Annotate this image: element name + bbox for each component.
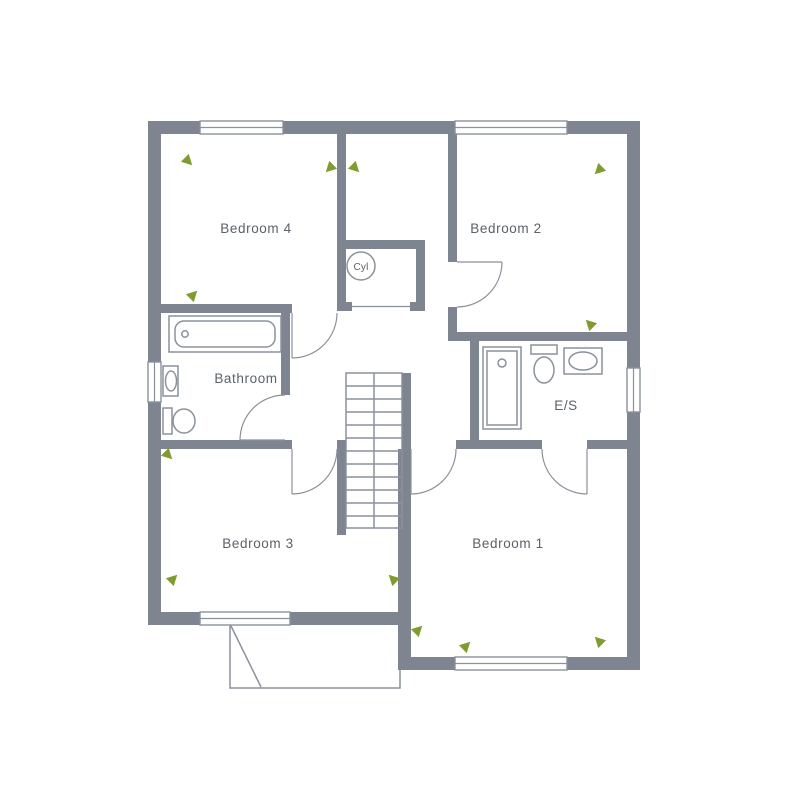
door-bedroom1: [410, 448, 457, 495]
cylinder-label: Cyl: [353, 262, 368, 273]
window-bedroom3: [199, 611, 291, 626]
basin-icon: [162, 365, 179, 397]
door-bedroom2: [456, 261, 503, 308]
canopy-outline: [229, 625, 401, 689]
outer-walls: [148, 121, 640, 670]
cylinder-icon: Cyl: [346, 251, 376, 281]
toilet-icon: [162, 407, 196, 435]
room-label-ensuite: E/S: [554, 398, 578, 413]
dimension-marker: [165, 574, 178, 587]
dimension-marker: [458, 641, 471, 654]
dimension-marker: [594, 162, 607, 175]
dimension-marker: [594, 636, 607, 649]
door-bedroom3: [291, 448, 338, 495]
door-ensuite: [541, 448, 588, 495]
staircase: [345, 372, 403, 529]
dimension-marker: [585, 319, 598, 332]
dimension-marker: [388, 574, 401, 587]
window-bathroom: [147, 361, 162, 403]
door-bedroom4: [291, 312, 338, 359]
windows: [147, 120, 641, 671]
ensuite-fixtures: [482, 344, 603, 430]
dimension-markers: [160, 153, 607, 654]
dimension-marker: [180, 153, 193, 166]
dimension-marker: [160, 447, 173, 460]
window-bedroom1: [454, 656, 568, 671]
room-label-bathroom: Bathroom: [214, 371, 277, 386]
room-labels: Bedroom 4 Bedroom 2 Bathroom E/S Bedroom…: [214, 221, 577, 551]
door-swings: [239, 261, 588, 495]
basin-icon: [563, 347, 603, 375]
room-label-bedroom2: Bedroom 2: [470, 221, 541, 236]
room-label-bedroom4: Bedroom 4: [220, 221, 291, 236]
interior-walls: [161, 134, 627, 612]
dimension-marker: [185, 290, 198, 303]
dimension-marker: [347, 160, 360, 173]
door-bathroom: [239, 394, 286, 441]
shower-icon: [482, 346, 522, 430]
window-ensuite: [626, 367, 641, 413]
dimension-marker: [410, 625, 423, 638]
room-label-bedroom1: Bedroom 1: [472, 536, 543, 551]
room-label-bedroom3: Bedroom 3: [222, 536, 293, 551]
window-bedroom4: [199, 120, 284, 135]
window-bedroom2: [454, 120, 568, 135]
toilet-icon: [530, 344, 558, 384]
bathroom-fixtures: [162, 315, 282, 435]
bath-icon: [168, 315, 282, 353]
dimension-marker: [325, 160, 338, 173]
